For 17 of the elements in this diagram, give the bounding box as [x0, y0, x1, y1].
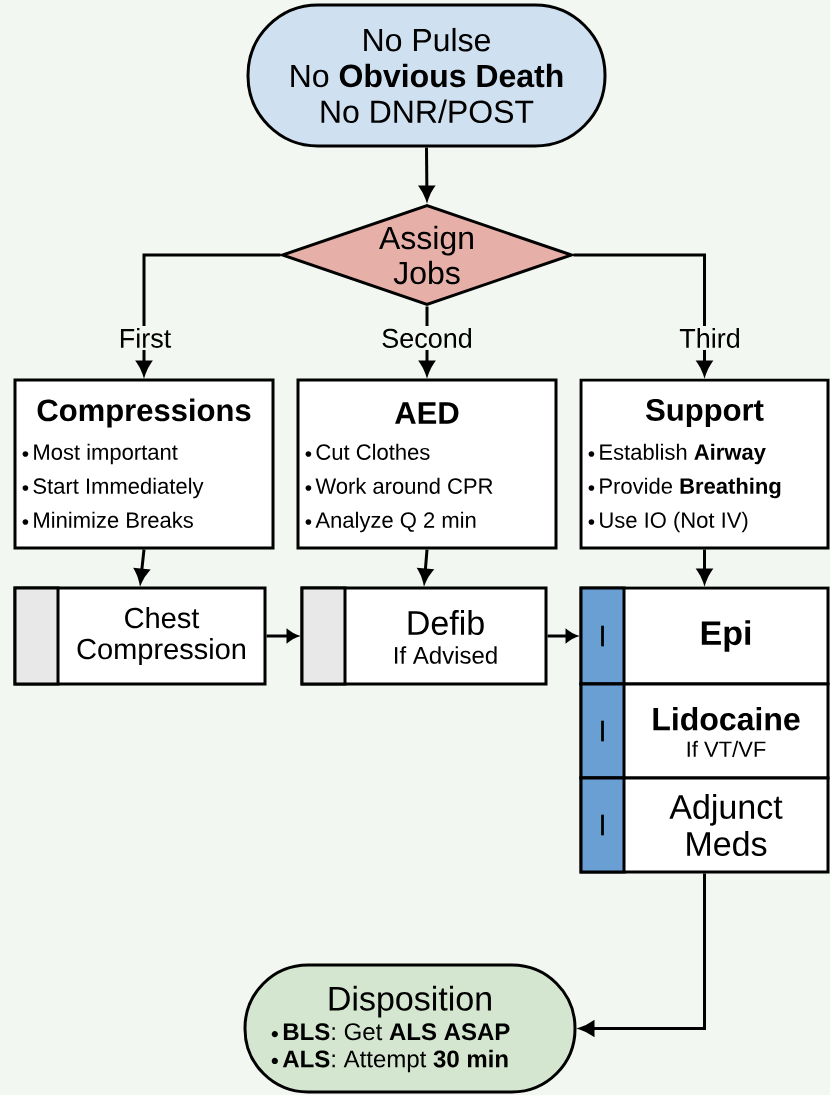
- arrow: [547, 629, 577, 643]
- process-box: AED Cut Clothes Work around CPR Analyze Q 2 min: [296, 378, 558, 550]
- process-box: Compressions Most important Start Immediately Minimize Breaks: [13, 378, 275, 550]
- arrow: [136, 253, 281, 376]
- process-box: Defib If Advised: [300, 586, 548, 686]
- arrow: [266, 629, 298, 643]
- arrow: [134, 549, 150, 584]
- edge-label: Second: [379, 326, 475, 350]
- arrow: [417, 549, 433, 584]
- edge-label: First: [116, 326, 174, 350]
- arrow: [419, 147, 435, 201]
- terminal-oval: Disposition BLS: Get ALS ASAP ALS: Attempt 30 min: [243, 963, 577, 1094]
- process-box: I Lidocaine If VT/VF: [579, 682, 830, 780]
- process-box: I Epi: [579, 586, 830, 686]
- process-box: Support Establish Airway Provide Breathing Use IO (Not IV): [579, 378, 830, 550]
- process-box: Chest Compression: [13, 586, 267, 686]
- process-box: I Adjunct Meds: [579, 776, 830, 874]
